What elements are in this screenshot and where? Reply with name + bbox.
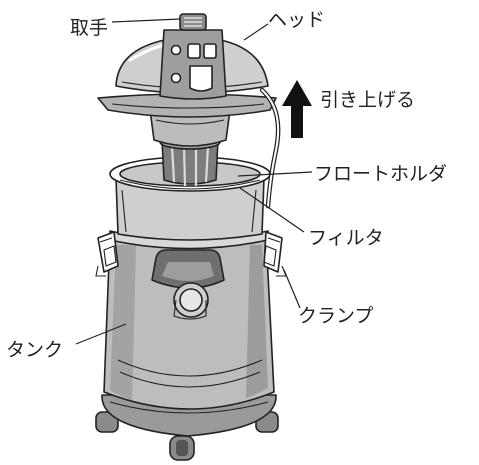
label-clamp: クランプ bbox=[298, 305, 373, 327]
label-tank: タンク bbox=[6, 339, 63, 361]
clamp-left bbox=[95, 231, 119, 277]
leader-lines bbox=[75, 18, 313, 345]
lift-arrow bbox=[282, 80, 312, 138]
label-handle: 取手 bbox=[70, 17, 108, 39]
label-float-holder: フロートホルダ bbox=[314, 163, 447, 185]
filter bbox=[115, 177, 265, 241]
casters bbox=[95, 411, 279, 461]
head bbox=[97, 13, 281, 209]
label-head: ヘッド bbox=[268, 9, 325, 31]
label-lift-up: 引き上げる bbox=[320, 89, 415, 111]
label-filter: フィルタ bbox=[308, 227, 384, 249]
tank bbox=[95, 230, 279, 461]
